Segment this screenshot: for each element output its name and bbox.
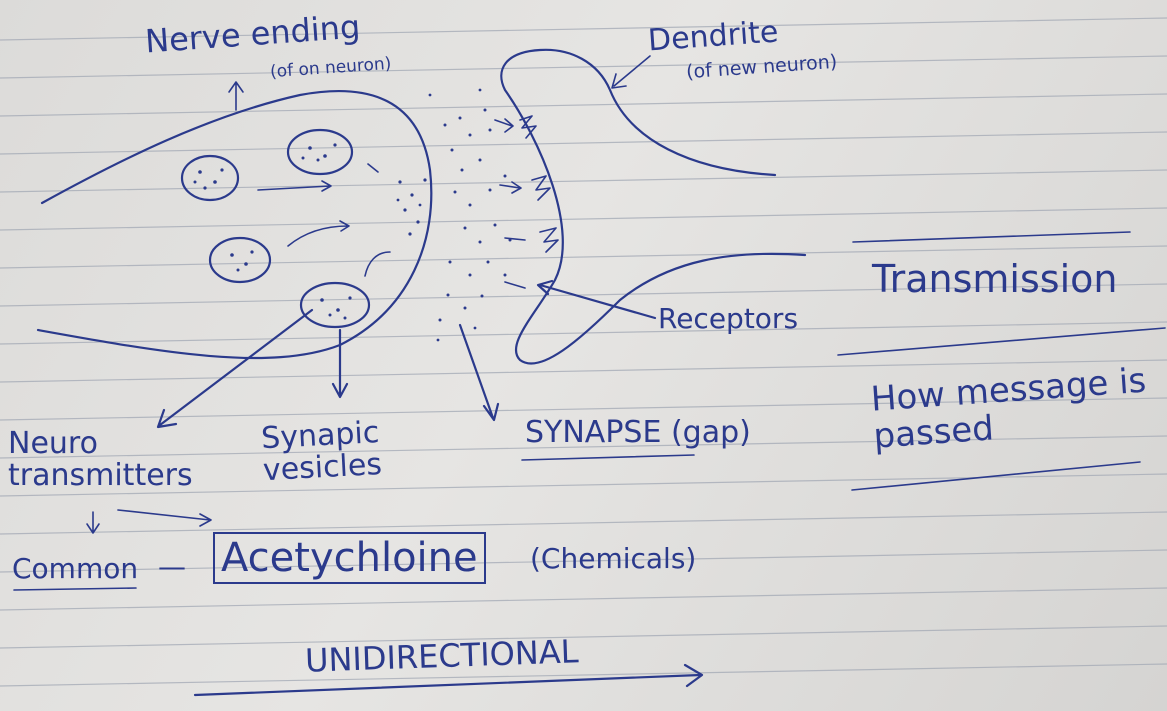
dendrite-label: Dendrite (647, 17, 779, 56)
transmission-top-line (853, 232, 1130, 242)
unidirectional-label: UNIDIRECTIONAL (305, 635, 579, 677)
chemicals-label: (Chemicals) (530, 545, 696, 573)
dash: — (158, 553, 186, 581)
movement-arrows (258, 164, 390, 276)
common-underline (14, 588, 136, 590)
acetylcholine-box: Acetychloine (213, 532, 486, 584)
down-arrow (87, 512, 99, 533)
neurotransmitters-label: Neuro transmitters (8, 428, 218, 491)
synapse-label: SYNAPSE (gap) (525, 418, 751, 448)
nerve-ending-outline (38, 91, 431, 358)
acetylcholine-text: Acetychloine (221, 535, 478, 581)
synapse-underline (522, 455, 694, 460)
vesicle-dots (194, 143, 352, 319)
receptor-arrows (495, 119, 525, 288)
common-label: Common (12, 555, 138, 583)
receptors-label: Receptors (658, 305, 798, 333)
synapse-arrow (460, 325, 498, 420)
right-arrow (118, 510, 211, 526)
nerve-ending-arrow (229, 82, 243, 110)
transmission-label: Transmission (872, 260, 1117, 298)
how-message-underline (852, 462, 1140, 490)
vesicle (182, 130, 369, 327)
neurotransmitters-arrow (158, 310, 312, 427)
dendrite-arrow (612, 56, 650, 88)
vesicles-arrow (333, 330, 347, 397)
synaptic-vesicles-label: Synapic vesicles (260, 413, 463, 486)
transmission-bottom-line (838, 328, 1165, 355)
